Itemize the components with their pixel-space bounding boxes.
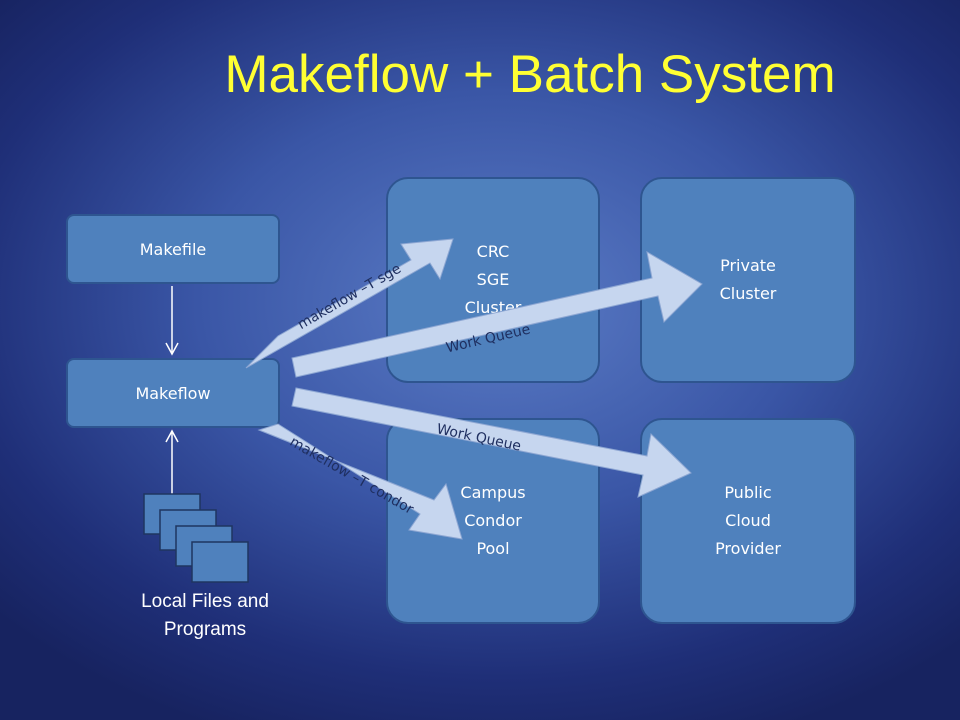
- public-cloud-provider-box: Public Cloud Provider: [640, 418, 856, 624]
- crc-line-2: SGE: [476, 270, 510, 289]
- local-files-line-2: Programs: [163, 619, 247, 640]
- arrow-label-condor: makeflow –T condor: [287, 434, 417, 518]
- private-line-1: Private: [720, 256, 776, 275]
- local-files-stack-icon: [143, 493, 249, 583]
- private-line-2: Cluster: [719, 284, 777, 303]
- arrow-label-sge: makeflow –T sge: [295, 261, 404, 333]
- makefile-to-makeflow-arrow: [165, 286, 179, 356]
- campus-line-2: Condor: [464, 511, 522, 530]
- slide-title: Makeflow + Batch System: [224, 45, 836, 104]
- local-files-caption: Local Files and Programs: [110, 588, 300, 644]
- campus-line-3: Pool: [476, 539, 510, 558]
- files-to-makeflow-arrow: [165, 429, 179, 494]
- arrow-makeflow-condor: makeflow –T condor: [257, 423, 463, 540]
- campus-line-1: Campus: [460, 483, 526, 502]
- public-line-1: Public: [724, 483, 772, 502]
- makefile-label: Makefile: [139, 239, 207, 259]
- crc-line-1: CRC: [476, 242, 510, 261]
- public-line-3: Provider: [715, 539, 781, 558]
- makeflow-label: Makeflow: [135, 383, 211, 403]
- makeflow-box: Makeflow: [66, 358, 280, 428]
- arrow-makeflow-private: Work Queue: [291, 251, 703, 378]
- makefile-box: Makefile: [66, 214, 280, 284]
- local-files-line-1: Local Files and: [141, 591, 269, 612]
- public-line-2: Cloud: [725, 511, 771, 530]
